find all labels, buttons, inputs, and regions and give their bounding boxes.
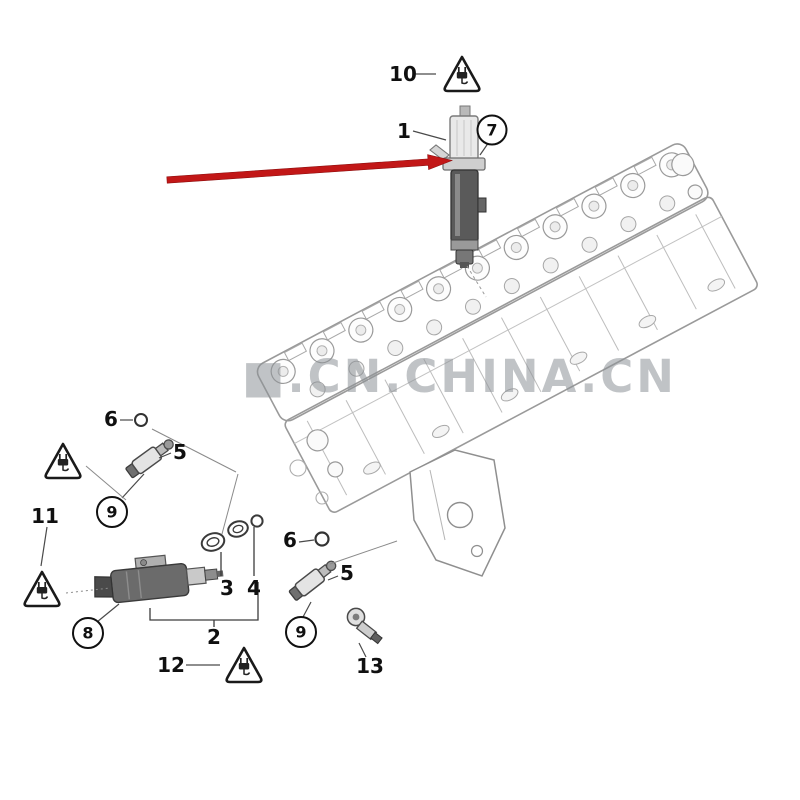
callout-5-lower-label: 5 <box>340 561 354 585</box>
callout-8-label: 8 <box>82 624 93 643</box>
callout-1-label: 1 <box>397 119 411 143</box>
callout-6-lower-label: 6 <box>283 528 297 552</box>
circled-callout-8: 8 <box>72 617 104 649</box>
callout-7-label: 7 <box>486 121 497 140</box>
part-1-solenoid-valve-drawing <box>429 105 487 268</box>
callout-10-label: 10 <box>389 62 417 86</box>
callout-9-upper-label: 9 <box>106 503 117 522</box>
circled-callout-9-lower: 9 <box>285 616 317 648</box>
leader-lines <box>40 73 490 666</box>
part-13-sensor-drawing <box>346 607 383 645</box>
part1-engine-connector-line <box>466 265 487 298</box>
circled-callout-9-upper: 9 <box>96 496 128 528</box>
watermark-text: ■.CN.CHINA.CN <box>242 350 677 403</box>
part-6-oring-lower <box>314 531 330 547</box>
callout-6-upper-label: 6 <box>104 407 118 431</box>
warning-triangle-icon-upper-left <box>44 442 82 480</box>
callout-5-upper-label: 5 <box>173 440 187 464</box>
red-arrow-icon <box>166 154 453 184</box>
warning-triangle-icon-11 <box>23 570 61 608</box>
callout-12-label: 12 <box>157 653 185 677</box>
part-3-seal-rings <box>200 520 249 552</box>
engine-bracket-drawing <box>289 449 506 577</box>
callout-13-label: 13 <box>356 654 384 678</box>
callout-11-label: 11 <box>31 504 59 528</box>
circled-callout-7: 7 <box>476 114 508 146</box>
part-4-seal-ring <box>250 514 264 528</box>
callout-3-label: 3 <box>220 576 234 600</box>
callout-4-label: 4 <box>247 576 261 600</box>
part-2-solenoid-drawing <box>94 554 224 604</box>
part-6-oring-upper <box>134 413 148 427</box>
warning-triangle-icon-10 <box>443 55 481 93</box>
callout-2-label: 2 <box>207 625 221 649</box>
cylinder-head-drawing <box>256 143 758 513</box>
callout-9-lower-label: 9 <box>295 623 306 642</box>
warning-triangle-icon-12 <box>225 646 263 684</box>
part-5-sensor-upper <box>123 434 178 481</box>
